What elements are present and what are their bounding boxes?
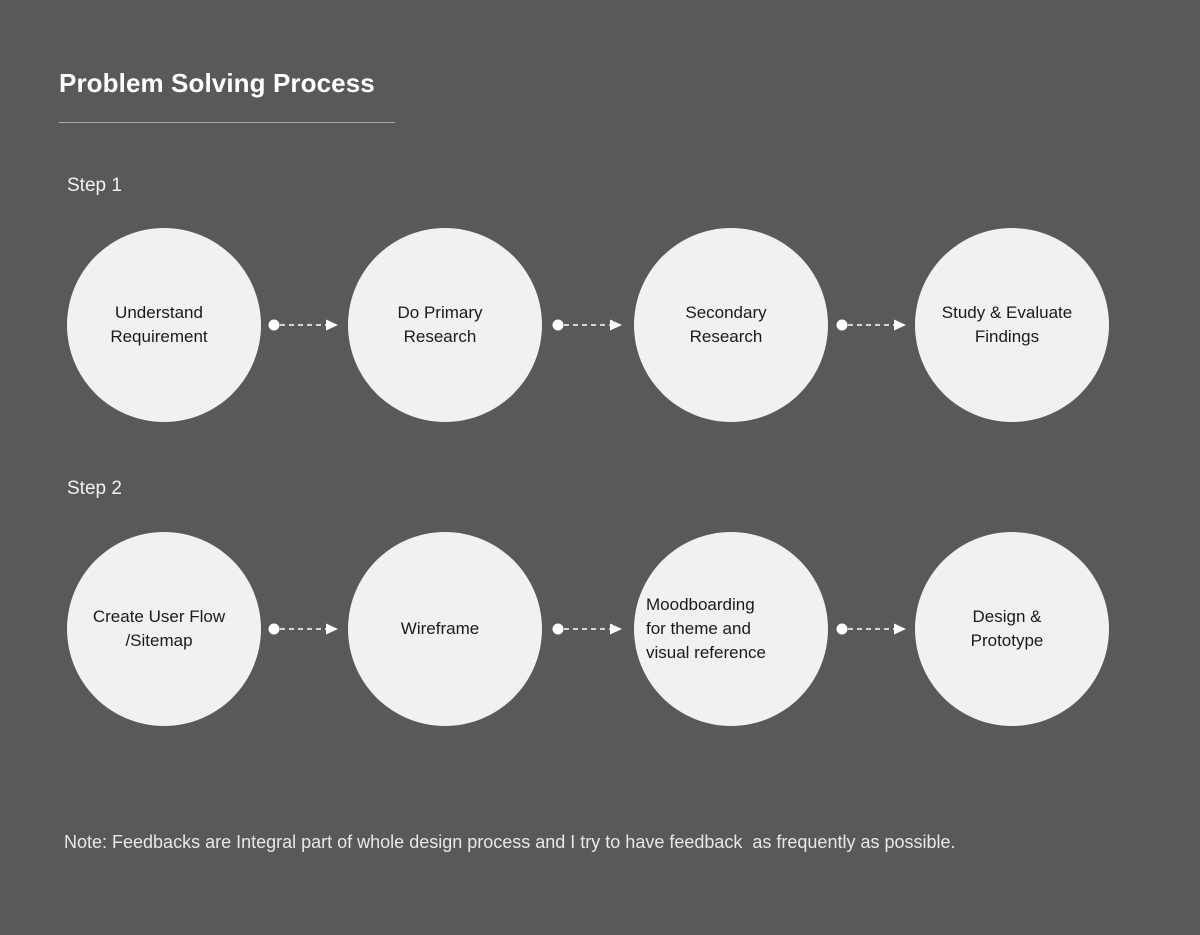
dashed-arrow-icon xyxy=(268,319,338,331)
process-node-label: Moodboarding for theme and visual refere… xyxy=(646,594,767,663)
dashed-arrow-icon xyxy=(836,623,906,635)
step-2-label: Step 2 xyxy=(67,478,122,499)
page-title: Problem Solving Process xyxy=(59,68,375,98)
dashed-arrow-icon xyxy=(836,319,906,331)
footer-note: Note: Feedbacks are Integral part of who… xyxy=(64,832,956,852)
title-divider xyxy=(59,122,395,123)
step-1-label: Step 1 xyxy=(67,175,122,196)
process-node[interactable]: Secondary Research xyxy=(634,228,828,422)
process-node-label: Study & Evaluate Findings xyxy=(941,302,1073,346)
step-2-row: Create User Flow /Sitemap Wireframe Mood… xyxy=(0,532,1200,728)
process-node[interactable]: Do Primary Research xyxy=(348,228,542,422)
process-node-label: Design & Prototype xyxy=(970,606,1044,650)
process-node[interactable]: Study & Evaluate Findings xyxy=(915,228,1109,422)
dashed-arrow-icon xyxy=(552,623,622,635)
process-node-label: Create User Flow /Sitemap xyxy=(92,606,226,650)
process-node[interactable]: Understand Requirement xyxy=(67,228,261,422)
process-node-label: Wireframe xyxy=(400,618,480,638)
process-node[interactable]: Create User Flow /Sitemap xyxy=(67,532,261,726)
process-node-label: Understand Requirement xyxy=(110,302,208,346)
process-node[interactable]: Moodboarding for theme and visual refere… xyxy=(634,532,828,726)
step-1-row: Understand Requirement Do Primary Resear… xyxy=(0,228,1200,424)
process-node-label: Do Primary Research xyxy=(397,302,483,346)
process-node[interactable]: Wireframe xyxy=(348,532,542,726)
process-node[interactable]: Design & Prototype xyxy=(915,532,1109,726)
dashed-arrow-icon xyxy=(552,319,622,331)
dashed-arrow-icon xyxy=(268,623,338,635)
process-node-label: Secondary Research xyxy=(685,302,767,346)
